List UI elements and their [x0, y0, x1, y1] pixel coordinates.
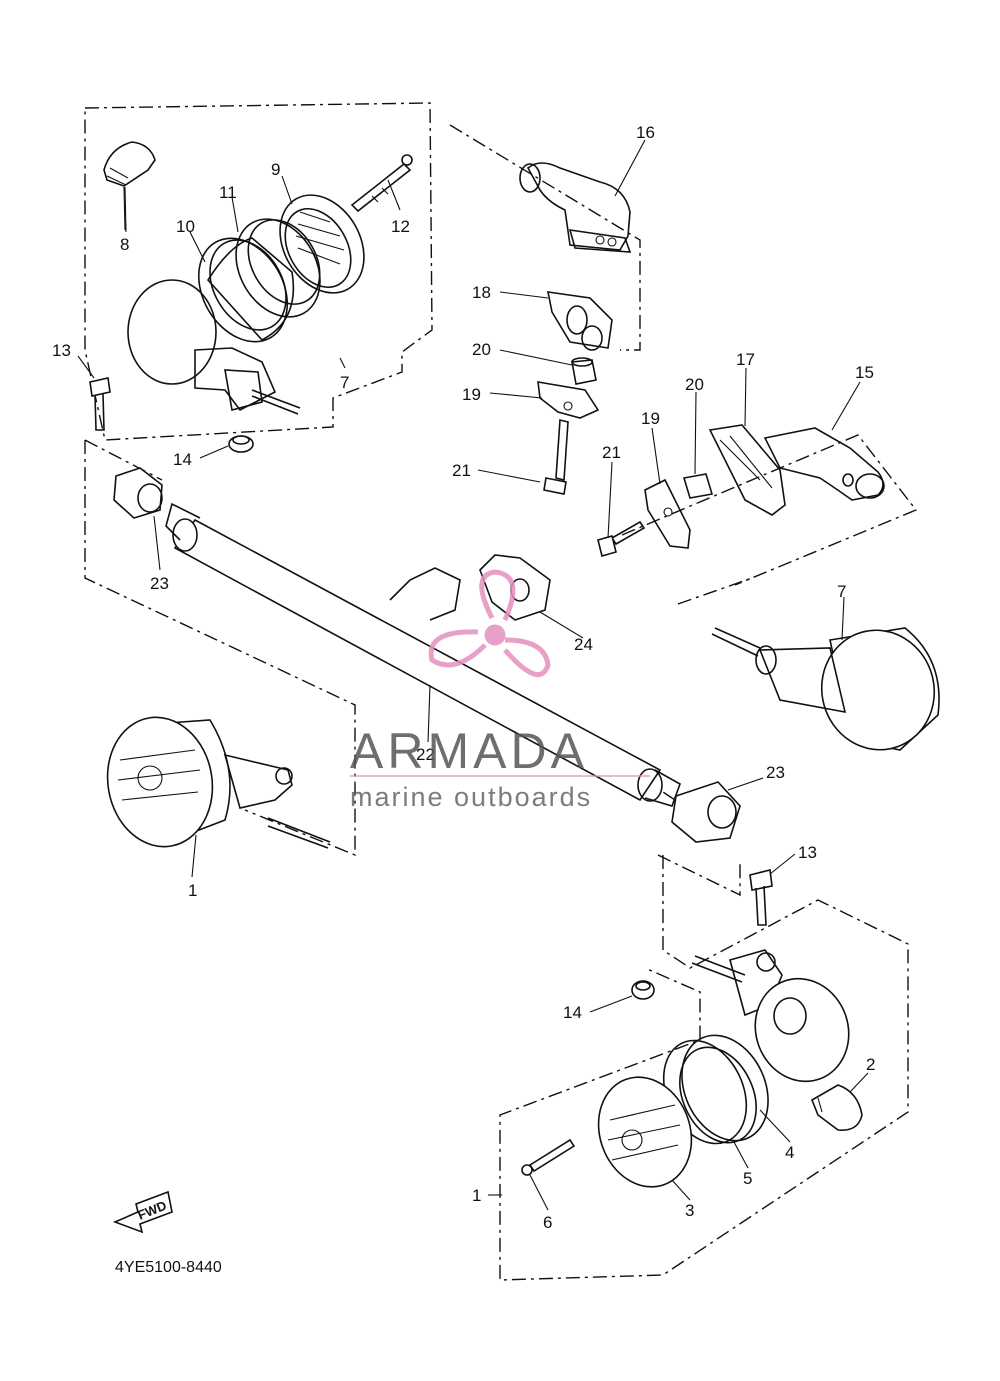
- callout-8: 8: [120, 235, 129, 254]
- callout-1-left: 1: [188, 881, 197, 900]
- bracket-part-16: [519, 162, 632, 253]
- callout-7-upper: 7: [340, 373, 349, 392]
- screw-part-12: [350, 154, 413, 213]
- bracket-group-boundary: [449, 124, 918, 586]
- bulb-part-8: [103, 141, 156, 231]
- callout-24: 24: [574, 635, 593, 654]
- callout-15: 15: [855, 363, 874, 382]
- callout-9: 9: [271, 160, 280, 179]
- assembly-boundary-right: [677, 577, 753, 605]
- plate-part-18: [546, 291, 613, 351]
- bushing-part-23-upper: [113, 467, 163, 519]
- callout-labels: 8 10 11 9 12 13 7 14 16 18 20 19 21 17 1…: [52, 123, 875, 1232]
- nut-part-14-lower: [631, 980, 655, 1000]
- callout-14-upper: 14: [173, 450, 192, 469]
- lamp-housing-upper-left: [127, 194, 365, 415]
- bolt-part-13-upper: [89, 377, 111, 431]
- collar-part-20-upper: [571, 357, 597, 385]
- callout-16: 16: [636, 123, 655, 142]
- bolt-part-21-upper: [543, 418, 569, 495]
- callout-13-upper: 13: [52, 341, 71, 360]
- callout-6: 6: [543, 1213, 552, 1232]
- turn-signal-left: [106, 716, 331, 849]
- callout-13-lower: 13: [798, 843, 817, 862]
- callout-23-upper: 23: [150, 574, 169, 593]
- callout-14-lower: 14: [563, 1003, 582, 1022]
- bolt-part-13-lower: [749, 869, 773, 926]
- callout-20-right: 20: [685, 375, 704, 394]
- callout-19-right: 19: [641, 409, 660, 428]
- callout-4: 4: [785, 1143, 794, 1162]
- bulb-part-2: [810, 1084, 863, 1132]
- callout-23-lower: 23: [766, 763, 785, 782]
- collar-part-20-right: [682, 473, 714, 499]
- assembly-boundary-lower-right: [499, 854, 909, 1281]
- callout-21-upper: 21: [452, 461, 471, 480]
- screw-part-6: [521, 1138, 576, 1176]
- forward-arrow-icon: FWD: [112, 1190, 173, 1234]
- callout-22: 22: [416, 745, 435, 764]
- shaft-part-22: [165, 502, 681, 807]
- turn-signal-right: [711, 627, 940, 751]
- armada-watermark: ARMADA marine outboards: [350, 569, 650, 812]
- callout-18: 18: [472, 283, 491, 302]
- callout-5: 5: [743, 1169, 752, 1188]
- callout-10: 10: [176, 217, 195, 236]
- callout-19-upper: 19: [462, 385, 481, 404]
- callout-3: 3: [685, 1201, 694, 1220]
- part-code: 4YE5100-8440: [115, 1259, 222, 1276]
- callout-17: 17: [736, 350, 755, 369]
- shaft-boundary: [84, 439, 676, 857]
- callout-12: 12: [391, 217, 410, 236]
- bracket-part-15: [763, 427, 885, 501]
- propeller-logo-icon: [428, 569, 551, 677]
- callout-leader-lines: [77, 139, 869, 1211]
- watermark-title: ARMADA: [350, 723, 588, 779]
- bracket-part-17: [708, 424, 786, 516]
- plate-part-19-right: [644, 478, 691, 549]
- bushing-part-23-lower: [671, 781, 741, 843]
- callout-7-right: 7: [837, 582, 846, 601]
- callout-2: 2: [866, 1055, 875, 1074]
- callout-1-lower: 1: [472, 1186, 481, 1205]
- assembly-boundary-upper-left: [84, 102, 433, 441]
- callout-21-right: 21: [602, 443, 621, 462]
- watermark-subtitle: marine outboards: [350, 782, 592, 812]
- callout-11: 11: [219, 183, 237, 202]
- lamp-housing-lower-right: [597, 949, 850, 1188]
- nut-part-14-upper: [228, 435, 254, 453]
- bolt-part-21-right: [597, 520, 646, 557]
- callout-20-upper: 20: [472, 340, 491, 359]
- plate-part-19-upper: [537, 381, 600, 419]
